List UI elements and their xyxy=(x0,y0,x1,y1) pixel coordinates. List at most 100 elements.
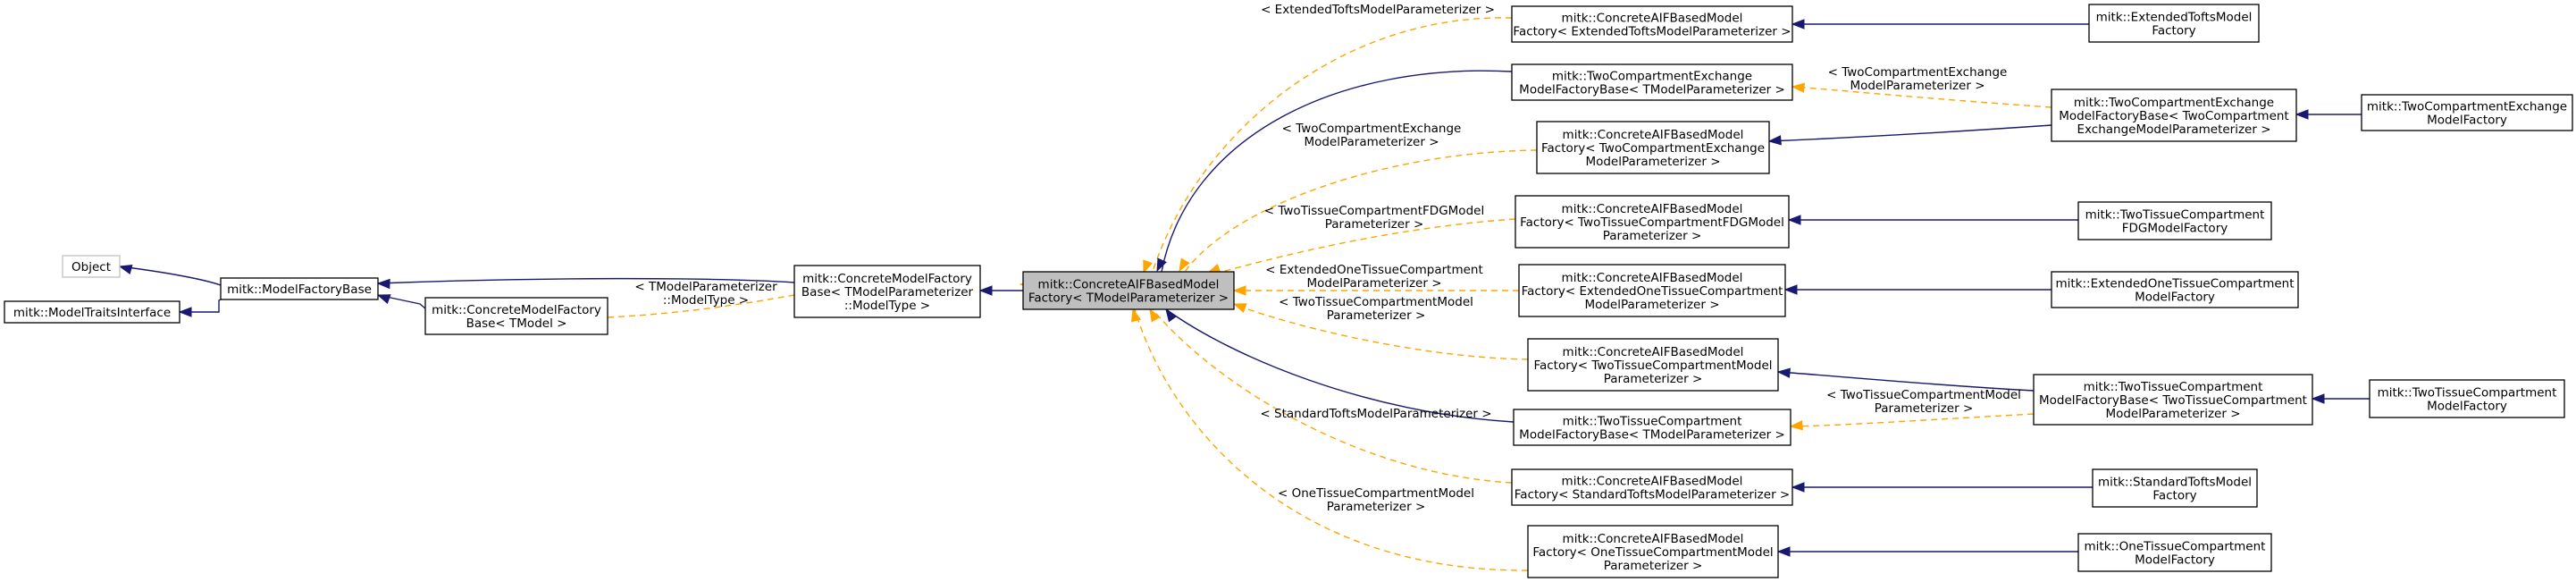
class-node-label: mitk::ExtendedToftsModel xyxy=(2096,11,2253,25)
class-node-twocx-base[interactable]: mitk::TwoCompartmentExchangeModelFactory… xyxy=(1511,63,1793,101)
arrowhead xyxy=(1789,420,1803,431)
class-node-label: Object xyxy=(71,260,111,274)
arrowhead xyxy=(376,294,391,304)
class-node-box xyxy=(1511,5,1793,43)
class-node-box xyxy=(2361,94,2573,131)
class-node-label: ModelFactory xyxy=(2427,114,2507,128)
class-node-label: Factory< StandardToftsModelParameterizer… xyxy=(1515,488,1790,502)
inheritance-edge xyxy=(180,299,222,313)
edge-label-line: Parameterizer > xyxy=(1327,308,1426,323)
class-node-box xyxy=(4,300,180,324)
class-node-label: mitk::TwoTissueCompartment xyxy=(1563,415,1742,429)
class-node-label: mitk::TwoCompartmentExchange xyxy=(2074,96,2274,110)
class-node-label: mitk::ConcreteModelFactory xyxy=(432,303,601,317)
edge-label-line: < TwoTissueCompartmentModel xyxy=(1826,388,2021,402)
template-instance-edge xyxy=(607,294,795,318)
class-node-twotc-base-inst[interactable]: mitk::TwoTissueCompartmentModelFactoryBa… xyxy=(2033,374,2313,426)
edge-label: < TwoTissueCompartmentModelParameterizer… xyxy=(1279,295,1473,323)
inheritance-edge xyxy=(1165,308,1515,423)
class-node-label: mitk::TwoCompartmentExchange xyxy=(1552,70,1752,84)
arrowhead xyxy=(1232,285,1246,296)
class-node-label: mitk::ModelTraitsInterface xyxy=(13,306,171,320)
class-node-label: Parameterizer > xyxy=(1603,229,1702,243)
class-node-base[interactable]: mitk::ModelFactoryBase xyxy=(220,277,379,300)
template-instance-edge xyxy=(1152,308,1513,484)
arrowhead xyxy=(1232,303,1247,313)
class-node-label: ExchangeModelParameterizer > xyxy=(2077,122,2270,137)
class-node-label: ModelParameterizer > xyxy=(2105,407,2240,421)
class-node-label: mitk::TwoCompartmentExchange xyxy=(2367,100,2567,114)
arrowhead xyxy=(1143,259,1153,274)
edge-label: < TwoTissueCompartmentModelParameterizer… xyxy=(1826,388,2021,416)
class-node-twotc-base[interactable]: mitk::TwoTissueCompartmentModelFactoryBa… xyxy=(1513,409,1791,446)
inheritance-edge xyxy=(119,266,222,286)
arrowhead xyxy=(1767,135,1782,146)
class-node-box xyxy=(1527,338,1779,392)
arrowhead xyxy=(2295,109,2309,120)
class-node-traits[interactable]: mitk::ModelTraitsInterface xyxy=(4,300,180,324)
arrowhead xyxy=(1776,546,1791,557)
class-node-box xyxy=(2077,201,2272,240)
template-instance-edge xyxy=(1134,308,1529,571)
class-node-label: mitk::ConcreteAIFBasedModel xyxy=(1563,532,1744,546)
arrowhead xyxy=(376,278,390,290)
class-node-box xyxy=(2092,468,2258,508)
arrowhead xyxy=(2311,393,2325,404)
class-node-box xyxy=(2051,271,2299,308)
class-node-label: mitk::ConcreteAIFBasedModel xyxy=(1038,278,1220,292)
inheritance-edge xyxy=(1161,70,1513,273)
arrowhead xyxy=(978,285,993,296)
edge-label: < TModelParameterizer::ModelType > xyxy=(634,280,777,308)
class-node-label: mitk::ConcreteAIFBasedModel xyxy=(1562,202,1743,216)
class-node-box xyxy=(2369,379,2565,418)
edge-label-line: < StandardToftsModelParameterizer > xyxy=(1260,407,1491,421)
arrowhead xyxy=(1156,257,1167,273)
edge-label: < OneTissueCompartmentModelParameterizer… xyxy=(1278,486,1474,514)
template-instance-edge xyxy=(1214,218,1516,274)
class-node-label: mitk::ConcreteAIFBasedModel xyxy=(1563,128,1744,142)
edge-label: < TwoCompartmentExchangeModelParameteriz… xyxy=(1282,122,1462,149)
class-node-twocx-base-inst[interactable]: mitk::TwoCompartmentExchangeModelFactory… xyxy=(2051,89,2297,142)
class-node-box xyxy=(1513,409,1791,446)
class-node-box xyxy=(2088,4,2260,43)
class-node-label: mitk::ConcreteAIFBasedModel xyxy=(1562,12,1743,26)
class-node-label: Parameterizer > xyxy=(1604,559,1703,573)
class-node-label: mitk::OneTissueCompartment xyxy=(2085,540,2266,554)
class-node-box xyxy=(1511,468,1793,506)
class-node-label: Base< TModel > xyxy=(466,316,567,331)
class-node-box xyxy=(1022,271,1235,310)
edge-label-line: ModelParameterizer > xyxy=(1850,79,1984,93)
edge-label: < TwoCompartmentExchangeModelParameteriz… xyxy=(1828,65,2008,93)
edge-label: < ExtendedOneTissueCompartmentModelParam… xyxy=(1265,263,1483,291)
class-node-label: mitk::TwoTissueCompartment xyxy=(2378,386,2557,401)
class-node-label: ModelParameterizer > xyxy=(1585,155,1720,169)
class-node-box xyxy=(793,265,981,318)
edge-layer xyxy=(118,17,2370,571)
class-node-label: Base< TModelParameterizer xyxy=(801,285,974,299)
class-node-label: ModelParameterizer > xyxy=(1584,298,1719,312)
edge-label-line: ::ModelType > xyxy=(663,293,749,308)
class-node-box xyxy=(1527,525,1779,578)
class-node-label: Factory< TwoTissueCompartmentModel xyxy=(1533,358,1772,373)
class-node-ext1tc-factory[interactable]: mitk::ExtendedOneTissueCompartmentModelF… xyxy=(2051,271,2299,308)
edge-label-line: < ExtendedToftsModelParameterizer > xyxy=(1261,3,1495,17)
class-node-label: mitk::TwoTissueCompartment xyxy=(2085,208,2265,223)
class-node-box xyxy=(2077,533,2272,572)
class-node-label: mitk::ConcreteAIFBasedModel xyxy=(1562,271,1743,285)
class-node-fdg-factory[interactable]: mitk::TwoTissueCompartmentFDGModelFactor… xyxy=(2077,201,2272,240)
